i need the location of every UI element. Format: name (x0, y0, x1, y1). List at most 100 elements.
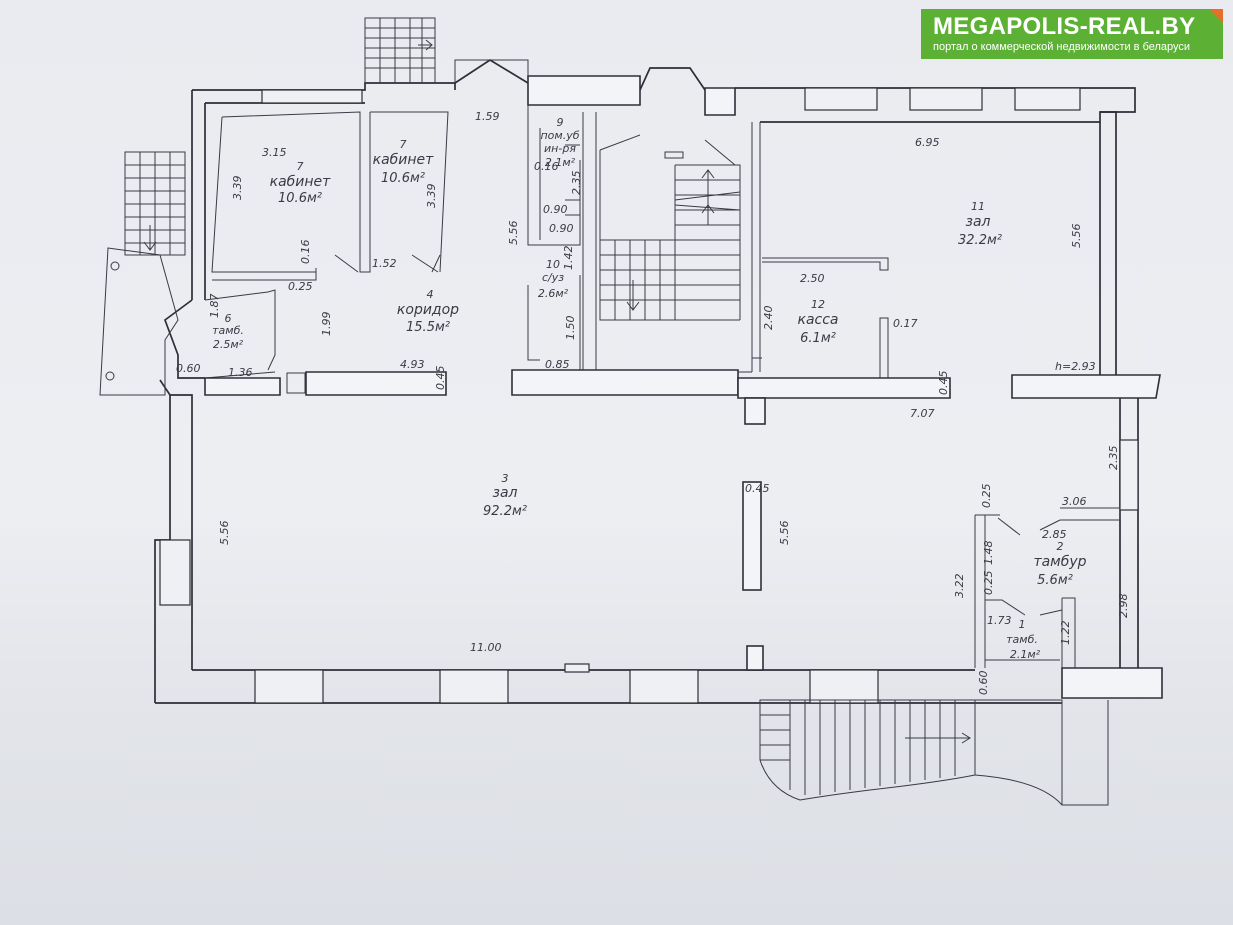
room-3-area: 92.2м² (483, 504, 527, 519)
window (564, 663, 590, 673)
dimension-label: 1.73 (987, 614, 1012, 627)
dimension-label: 6.95 (915, 136, 940, 149)
window (804, 87, 878, 111)
window (439, 669, 509, 704)
room-4-area: 15.5м² (406, 320, 450, 335)
room-3-number: 3 (502, 472, 509, 485)
logo-corner-flag-icon (1209, 9, 1223, 23)
room-2-area: 5.6м² (1037, 573, 1073, 588)
dimension-label: 2.35 (1107, 446, 1120, 471)
dimension-label: 0.17 (893, 317, 918, 330)
dimension-label: 1.52 (372, 257, 397, 270)
room-2-number: 2 (1057, 540, 1064, 553)
room-12-name: касса (797, 312, 838, 328)
dimension-label: 0.25 (982, 571, 995, 596)
room-1-number: 1 (1019, 618, 1026, 631)
room-7-name: кабинет (270, 174, 332, 190)
room-10-area: 2.6м² (538, 287, 569, 300)
window (159, 539, 191, 606)
dimension-label: h=2.93 (1055, 360, 1096, 373)
dimension-label: 3.15 (262, 146, 287, 159)
exterior-stairs (99, 17, 1109, 806)
room-3-name: зал (493, 485, 518, 501)
dimension-label: 3.39 (425, 184, 438, 209)
dimension-label: 0.85 (545, 358, 570, 371)
room-4-number: 4 (427, 288, 434, 301)
room-7-area: 10.6м² (278, 191, 322, 206)
room-6-area: 2.5м² (213, 338, 244, 351)
column (742, 481, 762, 591)
dimension-label: 1.48 (982, 541, 995, 566)
dimension-label: 0.45 (937, 371, 950, 396)
room-10-number: 10 (546, 258, 560, 271)
room-9-number: 9 (557, 116, 564, 129)
dimension-label: 1.99 (320, 312, 333, 337)
room-9-name: пом.уб (540, 129, 579, 142)
room-9-name-line2: ин-ря (544, 142, 576, 155)
dimension-label: 1.42 (562, 246, 575, 271)
dimension-label: 2.98 (1117, 594, 1130, 619)
room-1-name: тамб. (1006, 633, 1038, 646)
dimension-label: 2.40 (762, 306, 775, 331)
window (254, 669, 324, 704)
dimension-label: 1.50 (564, 316, 577, 341)
room-11-name: зал (966, 214, 991, 230)
dimension-label: 5.56 (778, 521, 791, 546)
room-2-name: тамбур (1033, 554, 1086, 570)
dimension-label: 2.35 (570, 171, 583, 196)
window (809, 669, 879, 704)
dimension-label: 0.25 (980, 484, 993, 509)
dimension-label: 4.93 (400, 358, 425, 371)
dimension-label: 5.56 (1070, 224, 1083, 249)
stair-treads (600, 169, 741, 320)
room-9-area: 2.1м² (545, 156, 576, 169)
dimension-labels: 1.59 3.15 3.39 3.39 0.16 2.35 5.56 0.90 … (176, 110, 1130, 695)
room-8-number: 7 (400, 138, 407, 151)
logo-title: MEGAPOLIS-REAL.BY (933, 13, 1196, 40)
dimension-label: 3.22 (953, 574, 966, 599)
room-8-name: кабинет (373, 152, 435, 168)
megapolis-logo-watermark: MEGAPOLIS-REAL.BY портал о коммерческой … (921, 9, 1223, 59)
dimension-label: 7.07 (910, 407, 935, 420)
dimension-label: 3.39 (231, 176, 244, 201)
room-4-name: коридор (397, 302, 459, 318)
logo-subtitle: портал о коммерческой недвижимости в бел… (933, 41, 1191, 53)
dimension-label: 1.36 (228, 366, 253, 379)
room-11-area: 32.2м² (958, 233, 1002, 248)
window (261, 89, 363, 104)
room-11-number: 11 (971, 200, 985, 213)
room-6-name: тамб. (212, 324, 244, 337)
window (629, 669, 699, 704)
room-12-area: 6.1м² (800, 331, 836, 346)
room-10-name: с/уз (542, 271, 564, 284)
dimension-label: 0.16 (534, 160, 559, 173)
window (909, 87, 983, 111)
dimension-label: 1.22 (1059, 621, 1072, 646)
dimension-label: 1.59 (475, 110, 500, 123)
room-1-area: 2.1м² (1010, 648, 1041, 661)
window (1119, 439, 1139, 511)
dimension-label: 0.25 (288, 280, 313, 293)
dimension-label: 0.60 (176, 362, 201, 375)
dimension-label: 5.56 (218, 521, 231, 546)
dimension-label: 2.85 (1042, 528, 1067, 541)
dimension-label: 0.60 (977, 671, 990, 696)
column (746, 645, 764, 671)
interior-walls (204, 105, 1121, 671)
room-7-number: 7 (297, 160, 304, 173)
dimension-label: 2.50 (800, 272, 825, 285)
dimension-label: 3.06 (1062, 495, 1087, 508)
dimension-label: 0.90 (549, 222, 574, 235)
room-6-number: 6 (225, 312, 232, 325)
room-labels: 7 кабинет 10.6м² 7 кабинет 10.6м² 4 кори… (212, 116, 1087, 661)
outer-walls (154, 58, 1163, 704)
room-8-area: 10.6м² (381, 171, 425, 186)
dimension-label: 0.90 (543, 203, 568, 216)
dimension-label: 5.56 (507, 221, 520, 246)
dimension-label: 11.00 (470, 641, 502, 654)
room-12-number: 12 (811, 298, 825, 311)
window (1014, 87, 1081, 111)
dimension-label: 0.16 (299, 240, 312, 265)
